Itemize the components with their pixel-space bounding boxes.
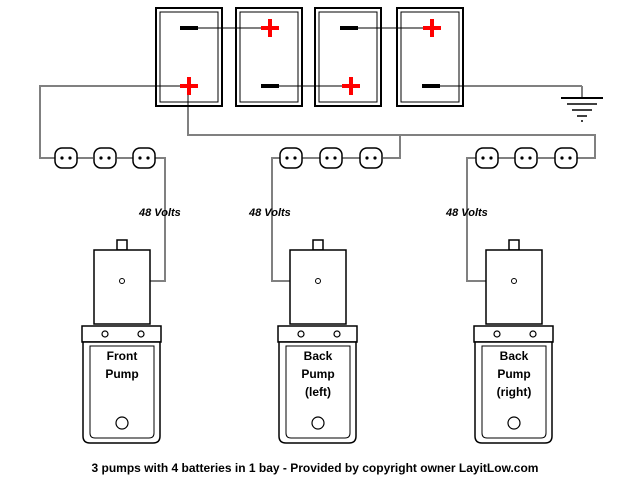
battery-3 [314,7,382,107]
ground-icon [561,97,603,122]
pump-label-line-2: Pump [105,367,138,381]
solenoid-6 [359,147,383,169]
solenoid-5 [319,147,343,169]
battery-1 [155,7,223,107]
positive-terminal-icon [180,77,198,95]
diagram-caption: 3 pumps with 4 batteries in 1 bay - Prov… [92,461,539,475]
solenoid-2 [93,147,117,169]
pump-reservoir [474,341,553,444]
positive-terminal-icon [261,19,279,37]
pumps: Front Pump Back Pump (left) [81,239,554,444]
bus-drop-back-left [383,135,401,159]
pump-label-line-3: (right) [497,385,532,399]
solenoid-4 [279,147,303,169]
battery-bank [155,7,464,107]
voltage-label-back-right: 48 Volts [445,207,488,219]
battery-2 [235,7,303,107]
pump-back-right: Back Pump (right) [473,239,554,444]
pump-label-line-1: Front [107,349,138,363]
bus-wire [187,86,596,159]
solenoid-9 [554,147,578,169]
wiring [39,27,596,282]
pump-label-line-2: Pump [301,367,334,381]
pump-label-line-2: Pump [497,367,530,381]
pump-motor [93,249,151,325]
pump-label-line-1: Back [304,349,333,363]
pump-back-left: Back Pump (left) [277,239,358,444]
solenoid-3 [132,147,156,169]
pump-reservoir [278,341,357,444]
feed-wire-front [39,85,188,159]
positive-terminal-icon [342,77,360,95]
voltage-label-front: 48 Volts [138,207,181,219]
solenoid-1 [54,147,78,169]
solenoid-8 [514,147,538,169]
battery-4 [396,7,464,107]
solenoid-groups [54,147,578,169]
pump-reservoir [82,341,161,444]
positive-terminal-icon [423,19,441,37]
solenoid-7 [475,147,499,169]
pump-front: Front Pump [81,239,162,444]
pump-label-line-3: (left) [305,385,331,399]
pump-motor [289,249,347,325]
voltage-label-back-left: 48 Volts [248,207,291,219]
pump-motor [485,249,543,325]
pump-label-line-1: Back [500,349,529,363]
